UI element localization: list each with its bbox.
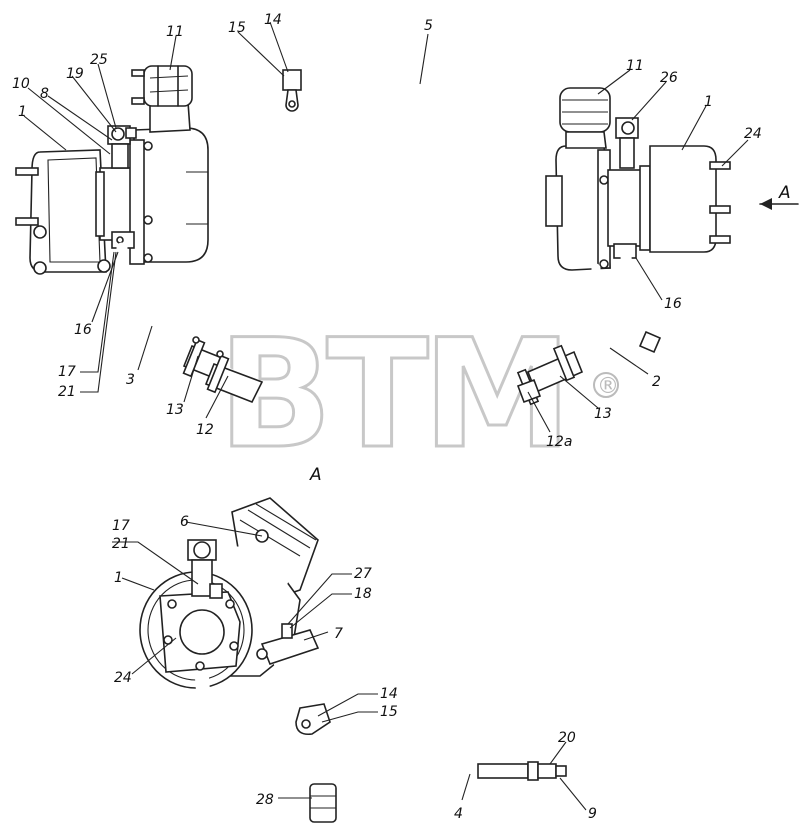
label-3: 3: [126, 372, 135, 388]
label-9: 9: [588, 806, 597, 822]
label-4: 4: [454, 806, 463, 822]
label-19: 19: [66, 66, 84, 82]
pipe-2: [560, 248, 662, 378]
top-leaders: [23, 21, 749, 433]
label-20: 20: [558, 730, 576, 746]
top-view: A 1: [12, 12, 799, 450]
label-12a: 12a: [546, 434, 572, 450]
pipe-5: [183, 75, 609, 137]
label-21-top: 21: [58, 384, 76, 400]
label-2: 2: [652, 374, 661, 390]
label-14-top: 14: [264, 12, 282, 28]
pipe-28: [195, 671, 337, 823]
label-17-top: 17: [58, 364, 76, 380]
label-6: 6: [180, 514, 189, 530]
label-25: 25: [90, 52, 108, 68]
label-21: 21: [112, 536, 130, 552]
watermark-registered: ®: [597, 374, 619, 399]
label-1-left: 1: [18, 104, 27, 120]
bottom-view: 17 21 6 1 27 18 7 24 14 15 20 28 4 9: [112, 497, 597, 823]
label-24: 24: [114, 670, 132, 686]
label-10: 10: [12, 76, 30, 92]
label-26: 26: [660, 70, 678, 86]
label-18: 18: [354, 586, 372, 602]
label-28: 28: [256, 792, 274, 808]
clamp-14-bottom: [295, 703, 331, 736]
view-arrow-letter: A: [778, 183, 791, 203]
right-turbocharger: [545, 87, 731, 271]
label-7: 7: [334, 626, 343, 642]
label-11-left: 11: [166, 24, 184, 40]
label-8: 8: [40, 86, 49, 102]
watermark: BTM ®: [217, 307, 619, 484]
label-16-left: 16: [74, 322, 92, 338]
label-1-right: 1: [704, 94, 713, 110]
flange-24: [139, 571, 253, 689]
bottom-leaders: [112, 521, 587, 811]
label-27: 27: [354, 566, 372, 582]
label-16-right: 16: [664, 296, 682, 312]
hose-12a: [516, 344, 584, 406]
label-15: 15: [380, 704, 398, 720]
watermark-text: BTM: [218, 308, 566, 482]
label-11-right: 11: [626, 58, 644, 74]
label-13-left: 13: [166, 402, 184, 418]
view-title-a: A: [309, 465, 322, 485]
hose-12: [182, 336, 264, 404]
registered-circle: [593, 372, 619, 398]
view-arrow: A: [759, 183, 799, 210]
label-14: 14: [380, 686, 398, 702]
label-1: 1: [114, 570, 123, 586]
label-12: 12: [196, 422, 214, 438]
bracket-7: [256, 623, 320, 665]
label-13-right: 13: [594, 406, 612, 422]
label-5: 5: [424, 18, 433, 34]
left-turbocharger: [15, 65, 209, 275]
label-15-top: 15: [228, 20, 246, 36]
clamp-14: [282, 69, 302, 112]
label-24-top: 24: [744, 126, 762, 142]
label-17: 17: [112, 518, 130, 534]
